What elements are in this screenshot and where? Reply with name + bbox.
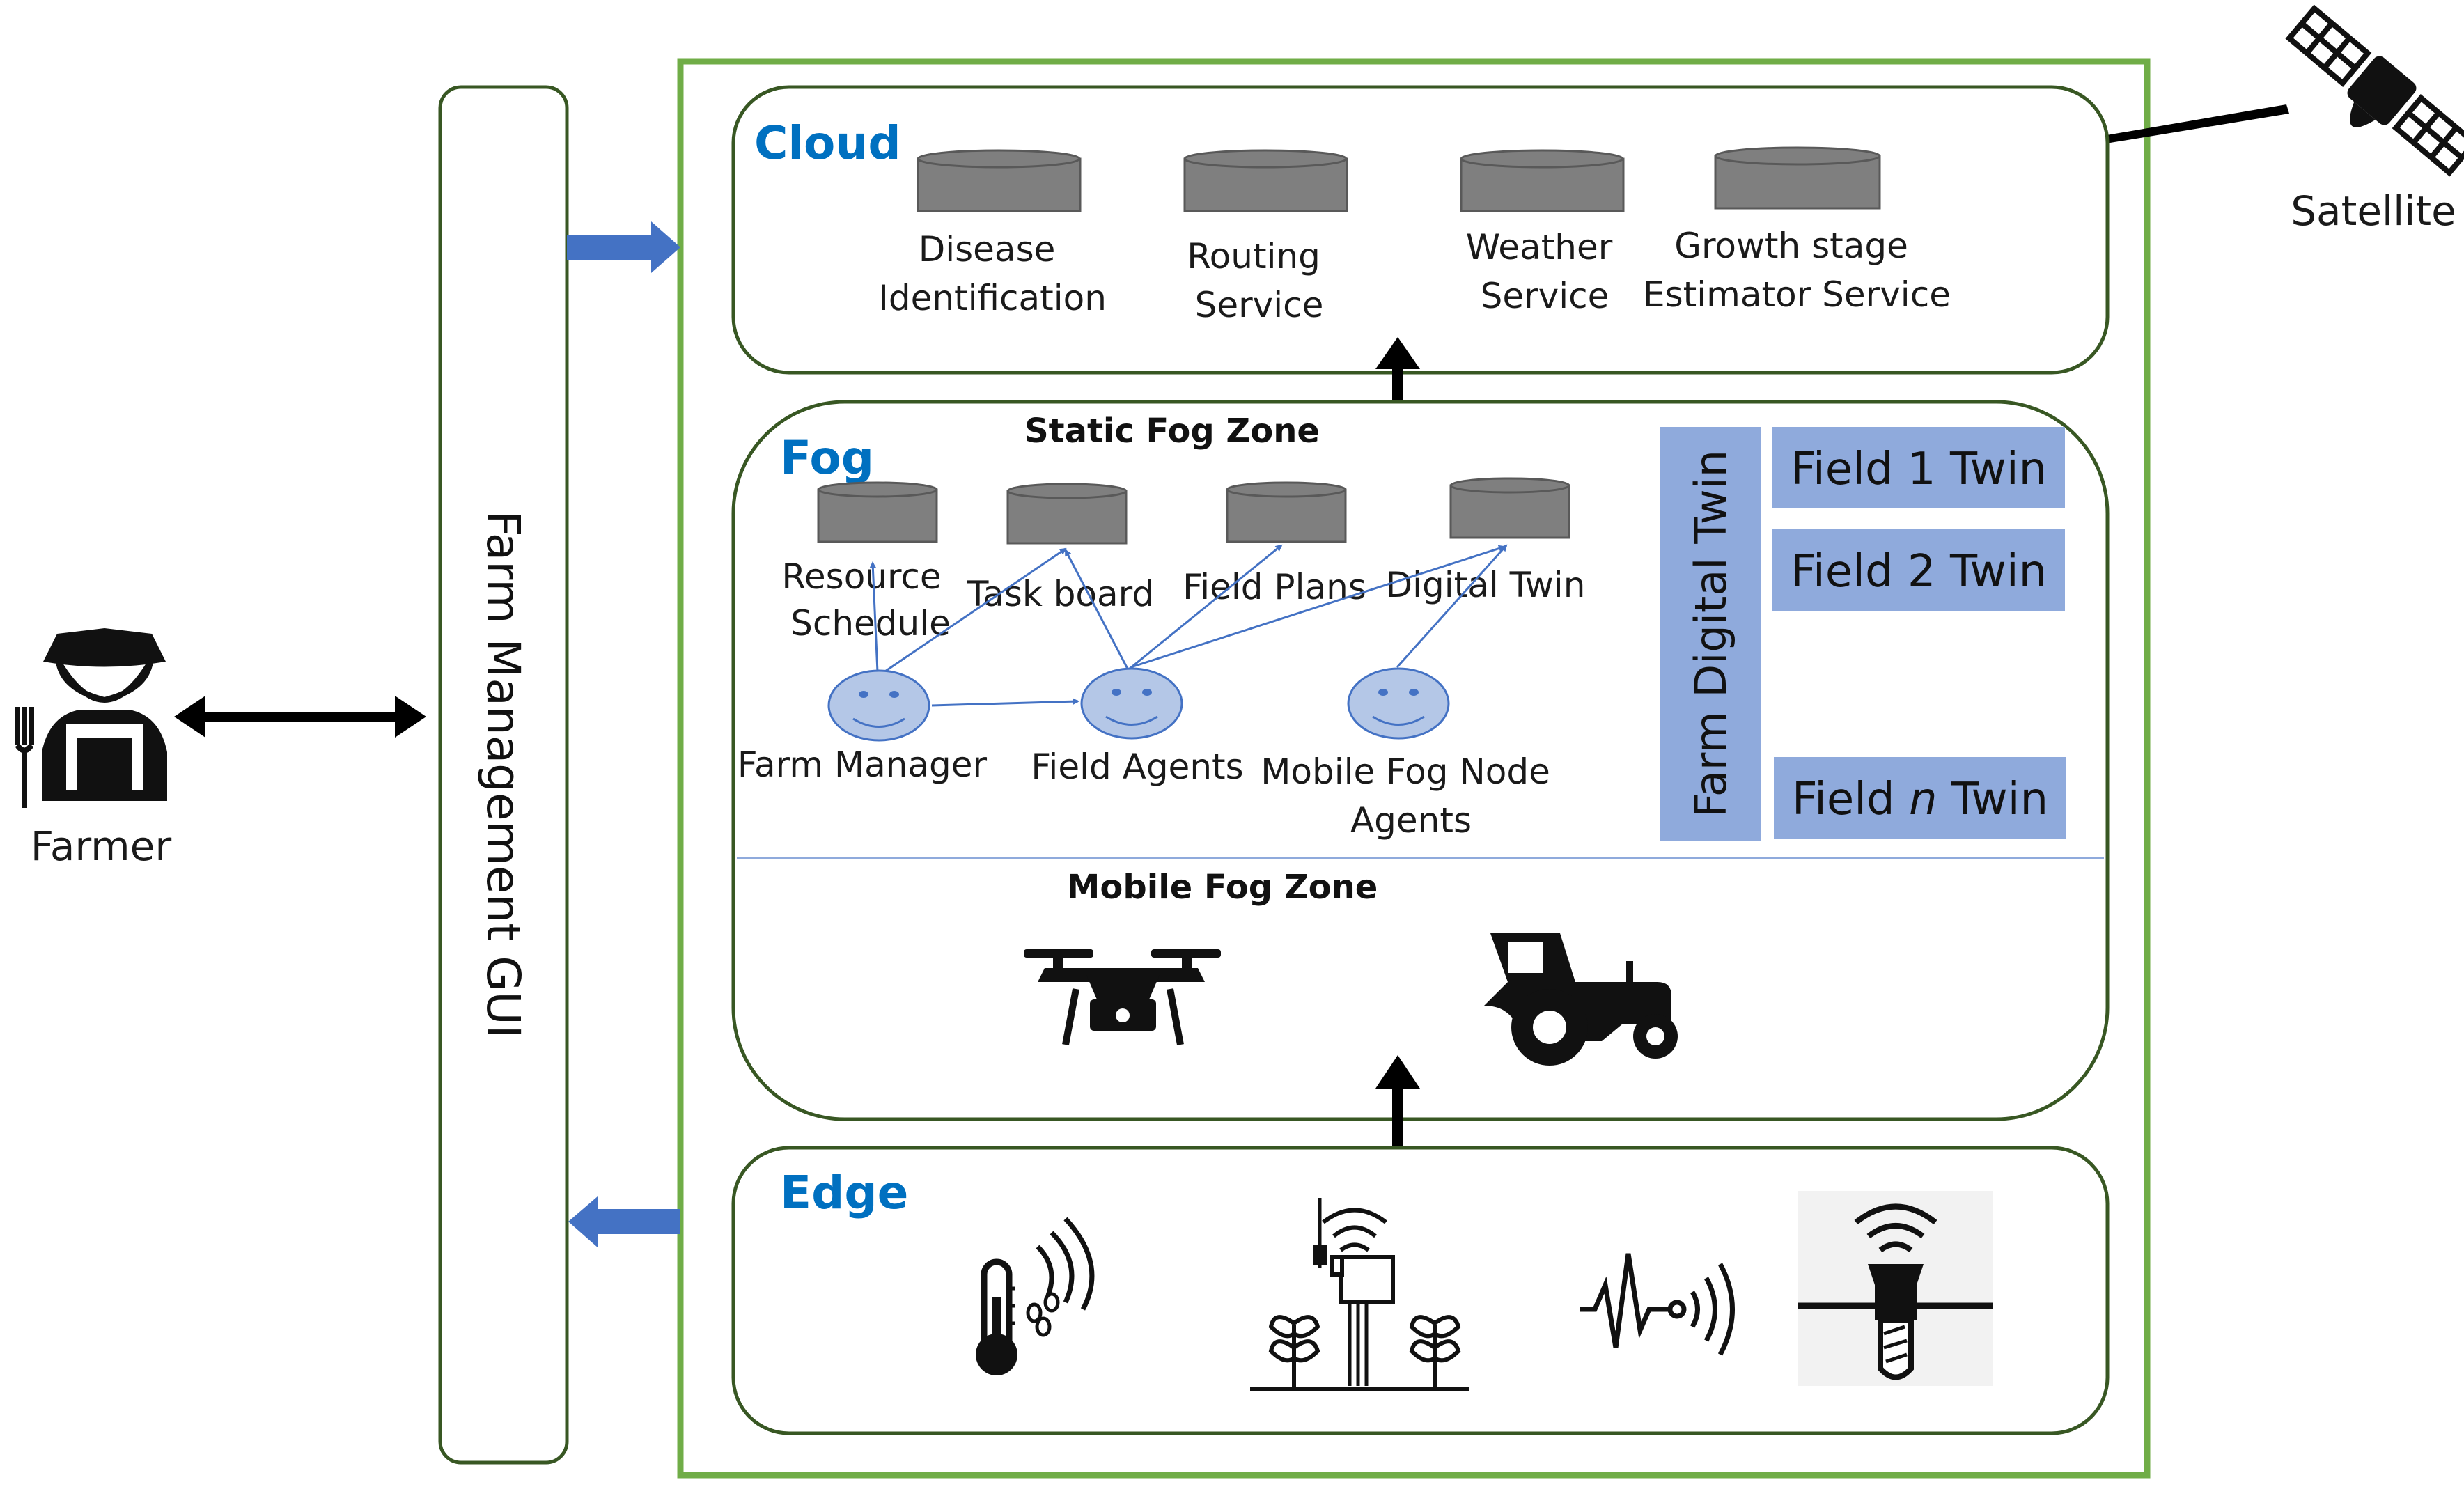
cloud-service-label: Growth stage Estimator Service xyxy=(1643,226,1951,315)
field-1-twin-panel xyxy=(1772,427,2065,508)
farmer-icon xyxy=(15,628,167,808)
fog-database-digital-twin xyxy=(1449,477,1570,539)
agent-label: Farm Manager xyxy=(738,744,988,785)
farm-manager-agent-icon xyxy=(827,669,930,742)
field-2-twin-panel xyxy=(1772,529,2065,611)
fog-database-label: Field Plans xyxy=(1183,567,1366,607)
cloud-title: Cloud xyxy=(754,116,901,170)
gui-to-system-arrow xyxy=(567,221,680,273)
fog-title: Fog xyxy=(780,431,874,485)
fog-database-label: Task board xyxy=(967,574,1154,614)
cloud-service-label: Routing Service xyxy=(1187,236,1332,325)
farm-management-gui-label: Farm Management GUI xyxy=(476,510,530,1038)
farmer-label: Farmer xyxy=(31,823,172,870)
farmer-gui-arrow xyxy=(174,696,426,738)
ground-probe-sensor-icon xyxy=(1798,1191,1993,1386)
agent-links xyxy=(869,544,1508,707)
mobile-fog-node-agents-icon xyxy=(1347,667,1450,740)
cloud-service-label: Weather Service xyxy=(1466,227,1623,316)
static-fog-zone-label: Static Fog Zone xyxy=(1024,412,1320,451)
field-n-twin-label: Field n Twin xyxy=(1792,774,2048,825)
system-frame xyxy=(677,58,2151,1479)
cloud-database-routing xyxy=(1183,149,1348,212)
fog-database-task-board xyxy=(1006,483,1128,545)
vibration-sensor-icon xyxy=(1580,1253,1735,1356)
field-2-twin-label: Field 2 Twin xyxy=(1791,546,2047,598)
fog-database-field-plans xyxy=(1226,481,1347,543)
tractor-icon xyxy=(1483,933,1678,1066)
satellite-icon xyxy=(2285,4,2464,177)
fog-layer xyxy=(731,400,2110,1121)
agent-label: Mobile Fog Node Agents xyxy=(1261,751,1561,841)
fog-database-label: Digital Twin xyxy=(1386,565,1586,605)
farm-digital-twin-panel xyxy=(1660,427,1761,841)
thermometer-humidity-icon xyxy=(976,1217,1095,1375)
fog-database-label: Resource Schedule xyxy=(781,556,952,644)
system-to-gui-arrow xyxy=(568,1196,680,1247)
cloud-database-disease xyxy=(917,149,1082,212)
soil-sensor-station-icon xyxy=(1250,1198,1469,1391)
satellite-label: Satellite xyxy=(2291,187,2456,235)
drone-icon xyxy=(1024,949,1221,1045)
satellite-link-arrow xyxy=(1958,104,2289,171)
cloud-database-growth-stage xyxy=(1714,146,1881,210)
field-n-twin-panel xyxy=(1774,757,2066,839)
field-agents-icon xyxy=(1080,667,1183,740)
field-1-twin-label: Field 1 Twin xyxy=(1791,444,2047,495)
mobile-fog-zone-label: Mobile Fog Zone xyxy=(1067,868,1378,907)
farm-management-gui-panel xyxy=(438,85,569,1465)
edge-layer xyxy=(731,1146,2110,1435)
cloud-database-weather xyxy=(1460,149,1625,212)
cloud-service-label: Disease Identification xyxy=(878,229,1107,318)
fog-database-resource-schedule xyxy=(817,481,938,543)
farm-digital-twin-label: Farm Digital Twin xyxy=(1685,450,1736,818)
edge-title: Edge xyxy=(780,1166,908,1219)
agent-label: Field Agents xyxy=(1031,747,1243,787)
